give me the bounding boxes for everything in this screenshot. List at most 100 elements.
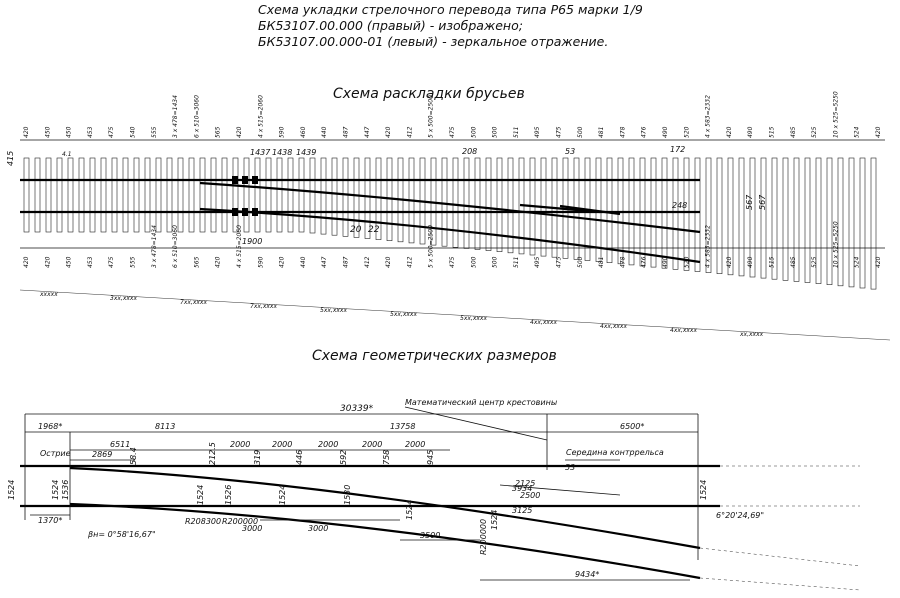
- sleeper: [826, 157, 833, 285]
- sleeper: [661, 157, 668, 269]
- geom-1524-left: 1524: [7, 480, 16, 500]
- sleeper-length-label: 4хх,хххх: [600, 323, 627, 330]
- pitch-label: 420: [236, 126, 243, 138]
- switch-block-2: [242, 176, 248, 184]
- pitch-label: 475: [449, 256, 456, 268]
- sleeper: [177, 157, 184, 233]
- pitch-label: 475: [108, 126, 115, 138]
- layout-label-1438: 1438: [272, 148, 292, 157]
- pitch-label: 520: [683, 256, 690, 268]
- sleeper: [111, 157, 118, 233]
- sleeper: [254, 157, 261, 233]
- pitch-label: 420: [726, 126, 733, 138]
- frog-wing: [519, 203, 601, 214]
- sleeper: [606, 157, 613, 263]
- sleeper: [496, 157, 503, 252]
- sleeper-length-label: 5хх,хххх: [390, 311, 417, 318]
- pitch-label: 490: [662, 256, 669, 268]
- layout-label-415: 415: [6, 151, 15, 166]
- sleeper: [364, 157, 371, 239]
- pitch-label: 478: [619, 256, 626, 268]
- sleeper-length-label: 7хх,хххх: [180, 299, 207, 306]
- pitch-label: 495: [534, 126, 541, 138]
- sleeper: [375, 157, 382, 240]
- pitch-label: 485: [790, 126, 797, 138]
- pitch-label: 10 x 525=5250: [832, 221, 839, 268]
- pitch-label: 500: [492, 126, 499, 138]
- geom-1370: 1370*: [38, 516, 62, 525]
- sleeper: [452, 157, 459, 248]
- sleeper: [507, 157, 514, 254]
- sleeper-length-label: 5хх,хххх: [460, 315, 487, 322]
- pitch-label: 590: [257, 256, 264, 268]
- pitch-label: 420: [726, 256, 733, 268]
- sleeper: [320, 157, 327, 235]
- geom-ext-curve1: [699, 547, 861, 567]
- sleeper: [89, 157, 96, 233]
- sleeper: [716, 157, 723, 274]
- geom-13758: 13758: [390, 422, 415, 431]
- sleeper: [353, 157, 360, 238]
- geom-6500: 6500*: [620, 422, 644, 431]
- switch-block-5: [242, 208, 248, 216]
- sleeper: [188, 157, 195, 233]
- pitch-label: 475: [449, 126, 456, 138]
- layout-label-1437: 1437: [250, 148, 271, 157]
- sleeper: [265, 157, 272, 233]
- layout-label-567a: 567: [745, 194, 754, 210]
- sleeper: [133, 157, 140, 233]
- sleeper: [331, 157, 338, 236]
- sleeper: [199, 157, 206, 233]
- geom-3125: 3125: [512, 506, 532, 515]
- geom-1524-e: 1524: [405, 500, 414, 520]
- geom-3500: 3500: [420, 531, 440, 540]
- sleeper: [78, 157, 85, 233]
- sleeper: [34, 157, 41, 233]
- sleeper: [870, 157, 877, 290]
- pitch-label: 590: [279, 126, 286, 138]
- pitch-label: 555: [130, 256, 137, 268]
- pitch-label: 475: [556, 256, 563, 268]
- pitch-label: 500: [470, 126, 477, 138]
- pitch-label: 453: [87, 126, 94, 138]
- geom-curved-inner: [69, 466, 701, 550]
- switch-block-3: [252, 176, 258, 184]
- curved-rail-inner: [199, 181, 701, 234]
- sleeper-length-labels: ххххх3хх,хххх7хх,хххх7хх,хххх5хх,хххх5хх…: [39, 291, 764, 338]
- pitch-label: 525: [811, 126, 818, 138]
- pitch-label: 478: [619, 126, 626, 138]
- ann-radius-1: R208300: [185, 517, 221, 526]
- pitch-label: 6 x 510=3060: [193, 95, 200, 138]
- sleeper: [287, 157, 294, 233]
- sleeper-length-label: 7хх,хххх: [250, 303, 277, 310]
- sleeper: [683, 157, 690, 271]
- title-line-2: БК53107.00.000 (правый) - изображено;: [258, 18, 523, 33]
- layout-label-53: 53: [565, 147, 575, 156]
- geom-53: 53: [565, 463, 575, 472]
- pitch-label: 420: [385, 126, 392, 138]
- pitch-label: 500: [577, 126, 584, 138]
- pitch-label: 5 x 500=2500: [428, 95, 435, 138]
- sleeper: [155, 157, 162, 233]
- pitch-label: 420: [23, 126, 30, 138]
- pitch-label: 4 x 583=2332: [705, 95, 712, 138]
- pitch-label: 487: [343, 126, 350, 138]
- geom-758: 758: [382, 450, 391, 465]
- pitch-label: 447: [321, 256, 328, 268]
- layout-label-248: 248: [672, 201, 687, 210]
- sleeper: [727, 157, 734, 276]
- pitch-label: 475: [556, 126, 563, 138]
- ann-radius-2: R200000: [222, 517, 258, 526]
- sleeper: [485, 157, 492, 251]
- layout-label-41: 4.1: [62, 151, 72, 158]
- sleeper-length-label: 4хх,хххх: [670, 327, 697, 334]
- sleeper: [441, 157, 448, 247]
- pitch-label: 500: [470, 256, 477, 268]
- geom-ext-curve2: [699, 577, 861, 591]
- pitch-label: 524: [854, 256, 861, 268]
- sleeper-length-baseline: [19, 289, 891, 341]
- sleeper: [67, 157, 74, 233]
- sleeper: [793, 157, 800, 282]
- pitch-label: 420: [385, 256, 392, 268]
- sleeper: [771, 157, 778, 280]
